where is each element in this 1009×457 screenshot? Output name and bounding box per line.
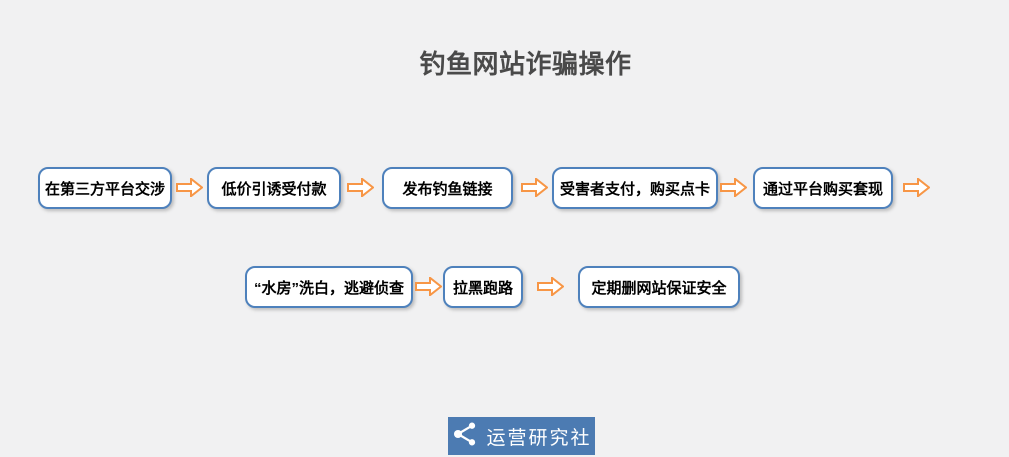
share-icon bbox=[451, 420, 479, 453]
brand-logo: 运营研究社 bbox=[448, 417, 595, 455]
brand-name: 运营研究社 bbox=[486, 427, 592, 449]
flow-step-3: 发布钓鱼链接 bbox=[382, 167, 513, 209]
arrow-right-icon bbox=[347, 178, 374, 197]
flow-step-1: 在第三方平台交涉 bbox=[38, 167, 172, 209]
flow-step-5: 通过平台购买套现 bbox=[753, 167, 893, 209]
flow-step-8: 定期删网站保证安全 bbox=[578, 266, 740, 308]
arrow-right-icon bbox=[176, 178, 203, 197]
arrow-right-icon bbox=[720, 178, 747, 197]
arrow-right-icon bbox=[521, 178, 548, 197]
flow-step-4: 受害者支付，购买点卡 bbox=[552, 167, 718, 209]
arrow-right-icon bbox=[415, 277, 442, 296]
flow-step-6: “水房”洗白，逃避侦查 bbox=[245, 266, 413, 308]
flow-step-2: 低价引诱受付款 bbox=[207, 167, 341, 209]
flow-step-7: 拉黑跑路 bbox=[443, 266, 523, 308]
arrow-right-icon bbox=[537, 277, 564, 296]
arrow-right-icon bbox=[903, 178, 930, 197]
page-title: 钓鱼网站诈骗操作 bbox=[419, 49, 632, 79]
